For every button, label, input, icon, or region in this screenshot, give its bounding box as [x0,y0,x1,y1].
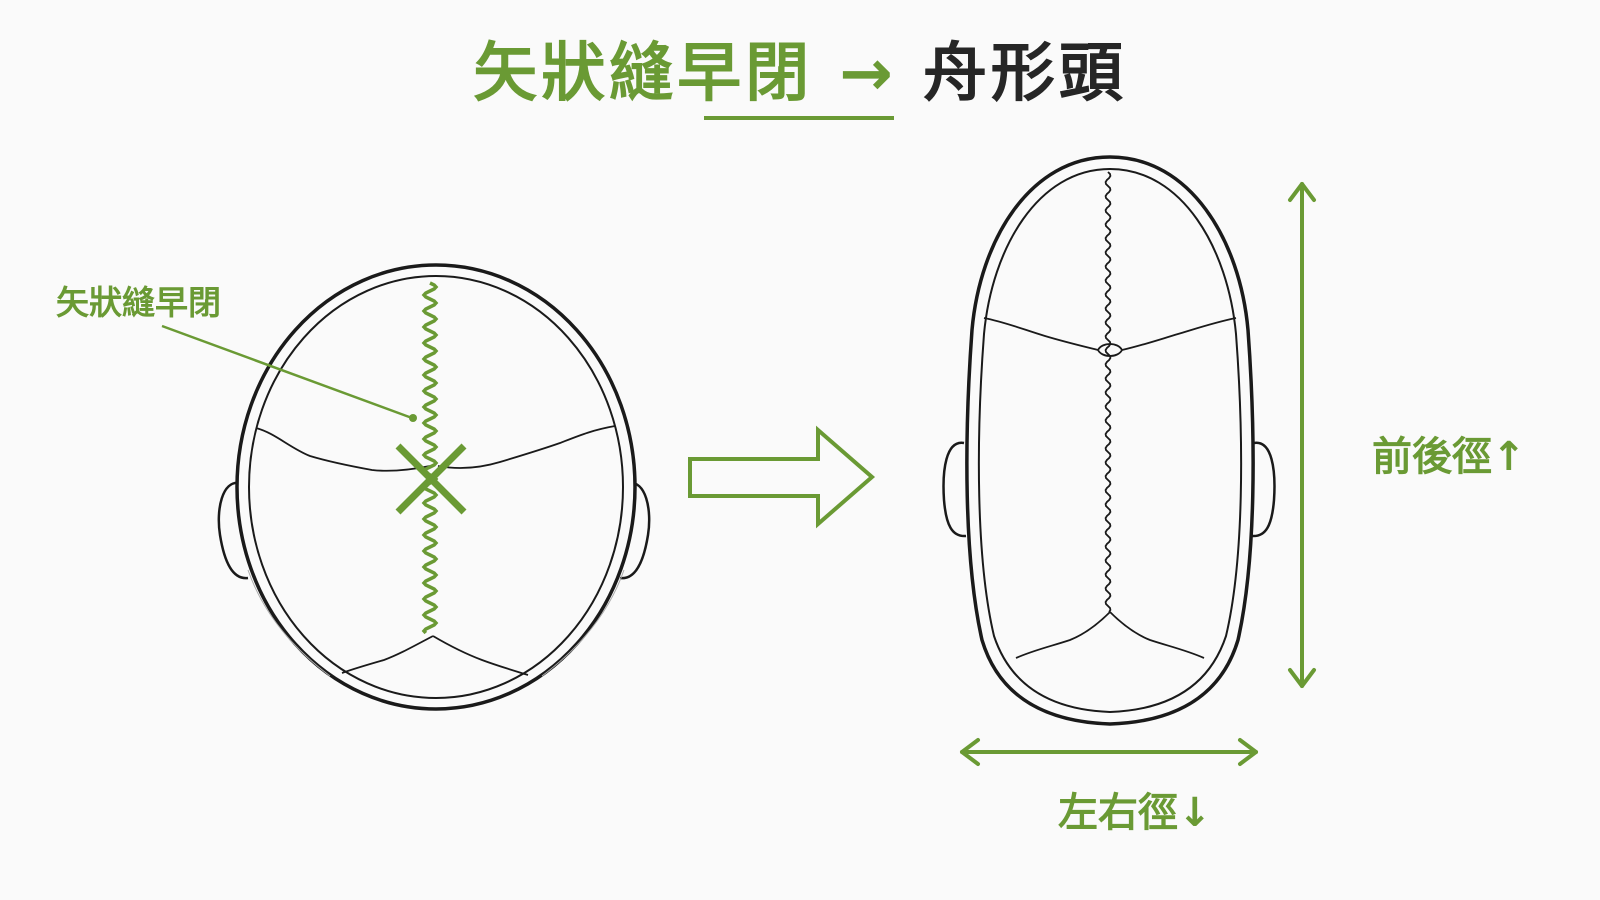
double-arrow-vertical-icon [1288,182,1316,688]
scaphocephaly-left-lambdoid-suture [1015,611,1111,659]
right-coronal-suture [437,425,616,469]
scaphocephaly-left-coronal-suture [983,317,1099,351]
right-skull-ear-left [942,441,967,538]
right-lambdoid-suture [432,635,529,676]
sagittal-suture-wave [421,281,439,635]
scaphocephaly-right-lambdoid-suture [1109,611,1205,659]
anteroposterior-label: 前後徑↑ [1372,434,1526,480]
double-arrow-horizontal-icon [960,738,1258,766]
normal-skull-inner-rim [248,275,624,699]
scaphocephaly-sagittal-suture [1104,171,1112,613]
suture-leader-line [161,324,413,420]
scaphocephaly-fontanelle [1096,343,1124,357]
hollow-right-arrow-icon [688,425,876,529]
title-arrow: → [839,37,897,111]
closure-x-icon-stroke-2 [395,443,467,515]
normal-skull-jaw-line-left [247,569,331,677]
title-condition: 矢狀縫早閉 [473,37,814,111]
scaphocephaly-right-coronal-suture [1121,317,1237,351]
lateral-label: 左右徑↓ [1058,790,1212,836]
page-title: 矢狀縫早閉 → 舟形頭 [0,22,1600,114]
left-coronal-suture [255,427,431,472]
scaphocephaly-skull [942,155,1276,726]
right-skull-ear-right [1251,441,1276,538]
sagittal-suture-label: 矢狀縫早閉 [56,283,221,322]
left-lambdoid-suture [341,635,434,674]
sagittal-suture-closed [161,281,467,635]
scaphocephaly-inner-rim [977,167,1243,714]
title-result: 舟形頭 [922,37,1127,111]
suture-leader-dot [409,414,417,422]
title-underline [704,116,894,120]
normal-skull-jaw-line-right [541,569,625,677]
